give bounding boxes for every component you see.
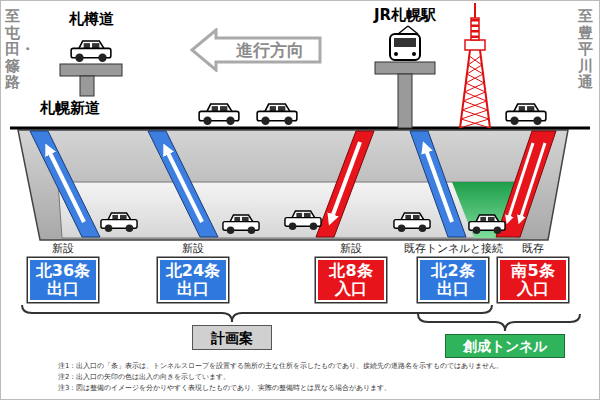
status-heading: 新設 [52,241,74,256]
status-heading: 既存トンネルと接続 [404,241,503,256]
footnote: 注2：出入口の矢印の色は出入の向きを示しています。 [58,372,230,382]
direction-destination: 至豊平川通 [578,8,593,91]
ramp-box: 既存南5条 入口 [498,258,568,302]
ramp-arrow [166,149,202,222]
ramp-name: 南5条 入口 [504,262,562,298]
illustration-rect [471,30,479,33]
group-label: 計画案 [211,329,253,347]
footnote: 注1：出入口の「条」表示は、トンネルスロープを設置する箇所の主な住所を示したもの… [58,361,503,371]
ramp-box: 既存トンネルと接続北2条 出口 [418,258,488,302]
car-icon [101,213,137,232]
car-icon [199,104,239,125]
ramp-arrow [331,142,360,220]
illustration-line [468,56,481,65]
illustration-line [462,110,489,119]
ramp-name: 北36条 出口 [34,262,92,298]
illustration-line [463,101,487,110]
ramp-arrow [48,149,84,222]
group-brace [418,314,580,331]
arrow-outline [192,30,320,70]
pier-deck [60,64,122,76]
illustration-rect [471,36,479,39]
exit-ramp [30,131,100,237]
train-light [412,52,416,56]
car-icon [71,41,111,62]
train-window [394,38,416,47]
car-icon [506,104,546,125]
ramp-name: 北2条 出口 [424,262,482,298]
exit-ramp [148,131,218,237]
pantograph [408,26,418,34]
road-name: 札幌新道 [38,99,102,118]
pantograph [398,26,408,34]
ramp-box: 新設北36条 出口 [28,258,98,302]
illustration-line [466,74,483,83]
car-icon [469,215,505,234]
direction-arrow: 進行方向 [190,28,322,72]
ground-section [18,130,568,240]
ramp-name: 北24条 出口 [164,262,222,298]
entry-ramp [316,131,374,237]
direction-label: 進行方向 [236,39,304,62]
ramp-arrow [508,143,533,220]
car-icon [285,211,321,230]
illustration-rect [471,25,479,28]
illustration-line [465,92,487,101]
entry-ramp [496,131,556,237]
illustration-rect [471,19,479,22]
car-icon [223,215,259,234]
train-icon [390,34,420,60]
ramp-name: 北8条 入口 [322,262,380,298]
illustration-line [466,83,486,92]
illustration-rect [471,18,479,40]
group-tag: 計画案 [192,325,272,350]
station-name: JR札幌駅 [374,6,436,25]
illustration-line [467,74,484,83]
illustration-line [467,65,482,74]
car-icon [394,213,430,232]
ramp-arrow [425,147,452,222]
group-label: 創成トンネル [463,337,547,355]
footnote: 注3：図は整備のイメージを分かりやすく表現したものであり、実際の整備時とは異なる… [58,383,391,393]
pier-deck [375,62,435,74]
ramp-box: 新設北24条 出口 [158,258,228,302]
train-light [394,52,398,56]
ramp-arrow [520,143,545,220]
pier-column [80,76,94,96]
direction-destination: 至屯田・篠路 [5,8,20,91]
ground-line [10,127,590,130]
ramp-box: 新設北8条 入口 [316,258,386,302]
road-name: 札樽道 [69,10,114,29]
status-heading: 新設 [340,241,362,256]
pier-column [398,74,412,128]
status-heading: 新設 [182,241,204,256]
illustration-rect [465,40,485,50]
car-icon [257,104,297,125]
illustration-line [469,56,482,65]
group-tag: 創成トンネル [445,334,565,358]
illustration-line [474,3,476,18]
illustration-line [468,65,483,74]
tv-tower [460,3,490,128]
illustration-line [461,119,490,128]
status-heading: 既存 [522,241,544,256]
